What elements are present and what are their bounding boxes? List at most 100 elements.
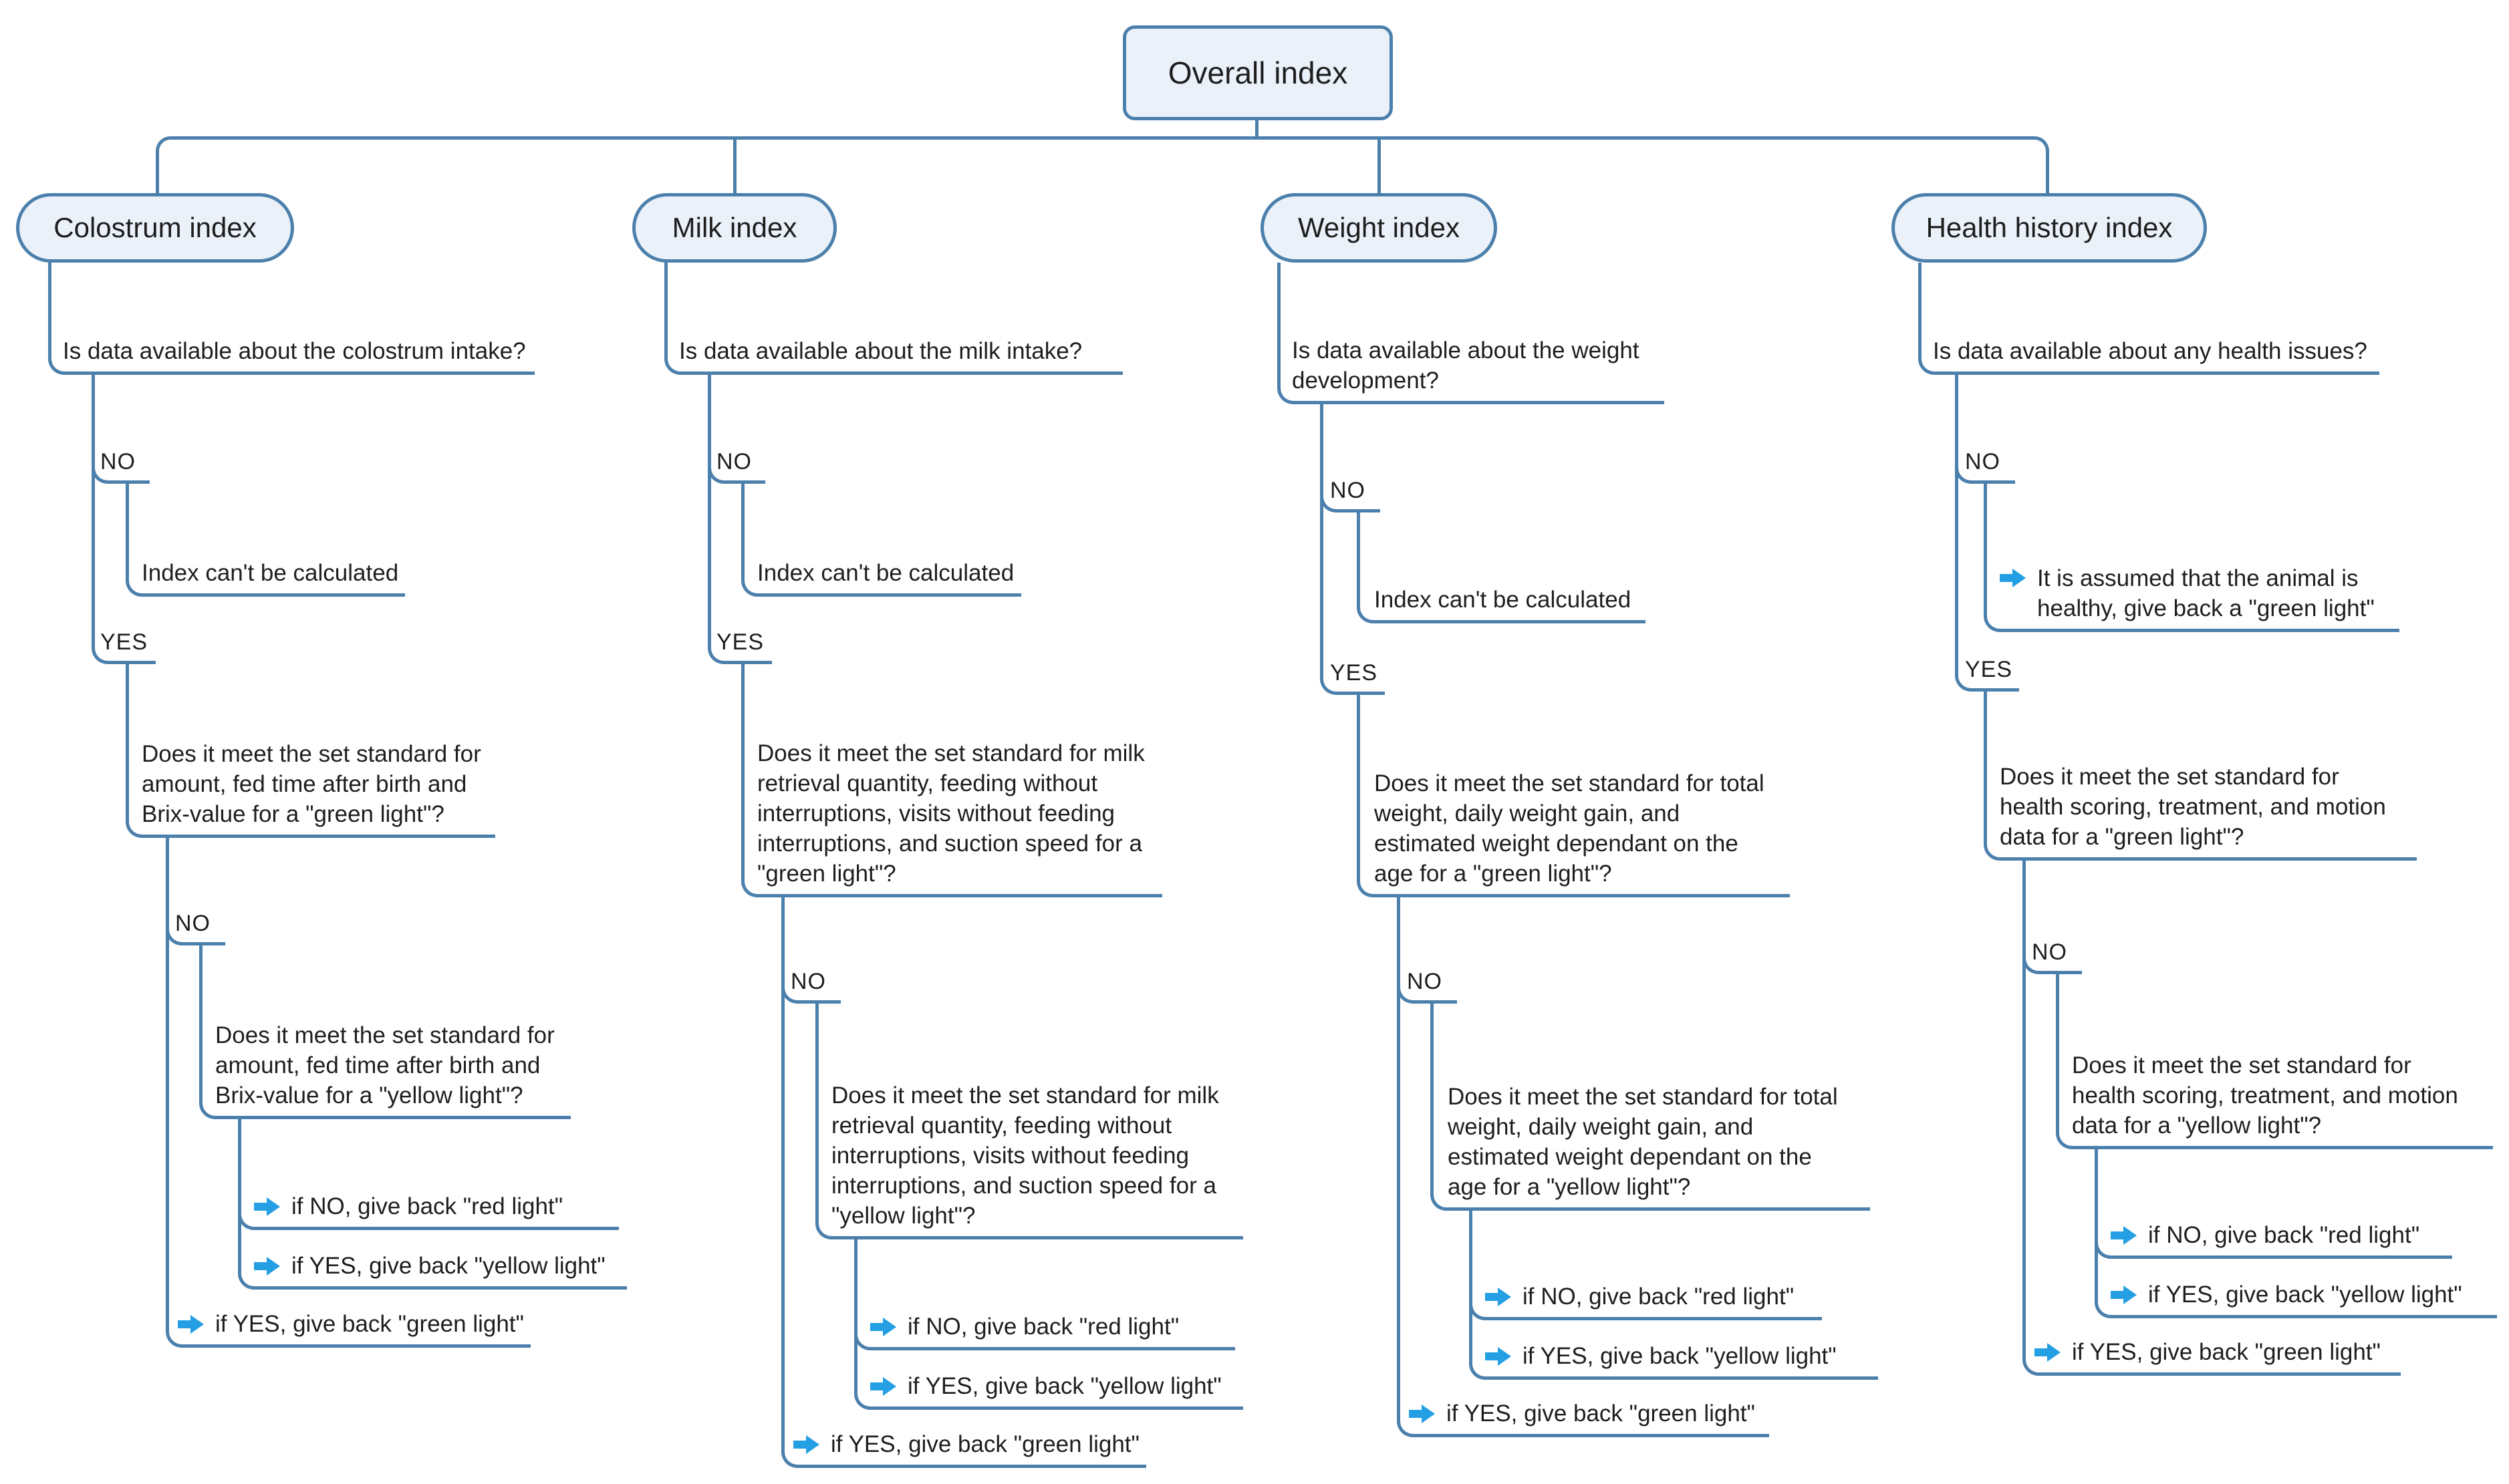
health-green-leaf-label: if YES, give back "green light": [2072, 1339, 2381, 1365]
overall-index-label: Overall index: [1168, 55, 1348, 90]
connector: [1430, 1000, 1870, 1211]
connector: [781, 894, 1146, 1468]
connector: [126, 480, 405, 597]
right-arrow-icon: [2000, 569, 2026, 587]
right-arrow-icon: [1409, 1404, 1435, 1423]
colostrum-green-leaf: if YES, give back "green light": [178, 1309, 524, 1339]
colostrum-no-result: Index can't be calculated: [142, 560, 399, 586]
milk-no-label: NO: [716, 449, 752, 474]
milk-yellow-leaf: if YES, give back "yellow light": [870, 1371, 1222, 1401]
connector: [238, 1116, 627, 1290]
milk-yellow-leaf-label: if YES, give back "yellow light": [908, 1373, 1222, 1399]
colostrum-red-leaf: if NO, give back "red light": [254, 1191, 563, 1221]
health-yellow-leaf-label: if YES, give back "yellow light": [2148, 1282, 2462, 1308]
colostrum-green-leaf-label: if YES, give back "green light": [215, 1311, 524, 1337]
connector: [1277, 263, 1664, 404]
right-arrow-icon: [793, 1435, 819, 1454]
health-availability-question: Is data available about any health issue…: [1933, 338, 2367, 364]
connector: [1320, 401, 1385, 695]
right-arrow-icon: [178, 1314, 204, 1334]
milk-green-leaf: if YES, give back "green light": [793, 1429, 1140, 1459]
right-arrow-icon: [254, 1197, 280, 1216]
colostrum-index-label: Colostrum index: [53, 212, 257, 243]
milk-yellow-question: Does it meet the set standard for milk r…: [831, 1082, 1219, 1229]
weight-green-leaf-label: if YES, give back "green light": [1446, 1400, 1755, 1427]
overall-index-node: Overall index: [1123, 25, 1393, 120]
weight-index-node: Weight index: [1261, 193, 1497, 263]
connector: [1357, 692, 1790, 897]
weight-yellow-leaf-label: if YES, give back "yellow light": [1523, 1343, 1837, 1369]
connector: [92, 372, 156, 664]
milk-no2-label: NO: [791, 969, 826, 994]
connector: [1984, 480, 2399, 632]
milk-index-label: Milk index: [672, 212, 797, 243]
connector: [733, 140, 737, 193]
connector: [1357, 509, 1645, 623]
right-arrow-icon: [2111, 1285, 2137, 1304]
connector: [1469, 1207, 1878, 1380]
connector: [166, 835, 531, 1348]
milk-red-leaf: if NO, give back "red light": [870, 1312, 1179, 1342]
connector: [126, 661, 495, 838]
weight-no-label: NO: [1330, 478, 1365, 503]
weight-index-label: Weight index: [1297, 212, 1460, 243]
health-yellow-leaf: if YES, give back "yellow light": [2111, 1280, 2462, 1310]
connector: [708, 372, 772, 664]
health-no-label: NO: [1965, 449, 2000, 474]
connector: [1918, 263, 2379, 375]
connector: [1255, 120, 1259, 140]
right-arrow-icon: [870, 1317, 896, 1336]
connector: [1984, 688, 2417, 861]
colostrum-yellow-leaf: if YES, give back "yellow light": [254, 1251, 606, 1281]
health-red-leaf: if NO, give back "red light": [2111, 1220, 2419, 1250]
weight-availability-question: Is data available about the weight devel…: [1292, 337, 1639, 394]
milk-red-leaf-label: if NO, give back "red light": [908, 1314, 1180, 1340]
weight-no-result: Index can't be calculated: [1374, 587, 1631, 613]
connector: [854, 1236, 1243, 1410]
health-yes-label: YES: [1965, 657, 2013, 682]
colostrum-red-leaf-label: if NO, give back "red light": [291, 1193, 563, 1219]
connector: [199, 942, 571, 1119]
milk-availability-question: Is data available about the milk intake?: [679, 338, 1083, 364]
milk-green-leaf-label: if YES, give back "green light": [831, 1431, 1140, 1457]
weight-red-leaf: if NO, give back "red light": [1485, 1282, 1794, 1312]
health-no-result-label: It is assumed that the animal is healthy…: [2037, 565, 2375, 621]
connector: [1397, 894, 1769, 1437]
colostrum-no-label: NO: [100, 449, 136, 474]
milk-index-node: Milk index: [632, 193, 837, 263]
health-no2-label: NO: [2032, 939, 2067, 965]
colostrum-yellow-leaf-label: if YES, give back "yellow light": [291, 1253, 606, 1279]
connector: [2095, 1146, 2497, 1318]
health-green-leaf: if YES, give back "green light": [2034, 1337, 2381, 1367]
connector: [741, 661, 1162, 897]
right-arrow-icon: [2111, 1225, 2137, 1245]
connector: [48, 263, 535, 375]
connector: [2022, 857, 2401, 1376]
right-arrow-icon: [2034, 1342, 2061, 1362]
right-arrow-icon: [1485, 1346, 1511, 1366]
colostrum-no2-label: NO: [175, 911, 211, 936]
right-arrow-icon: [254, 1256, 280, 1276]
milk-green-question: Does it meet the set standard for milk r…: [757, 740, 1145, 887]
health-green-question: Does it meet the set standard for health…: [2000, 764, 2386, 850]
health-yellow-question: Does it meet the set standard for health…: [2072, 1052, 2458, 1139]
colostrum-green-question: Does it meet the set standard for amount…: [142, 741, 481, 827]
weight-yellow-question: Does it meet the set standard for total …: [1448, 1084, 1838, 1200]
health-no-result: It is assumed that the animal is healthy…: [2000, 563, 2375, 623]
connector: [1377, 140, 1381, 193]
colostrum-availability-question: Is data available about the colostrum in…: [63, 338, 526, 364]
weight-green-question: Does it meet the set standard for total …: [1374, 770, 1764, 887]
weight-yes-label: YES: [1330, 660, 1378, 686]
milk-yes-label: YES: [716, 629, 765, 655]
connector: [2056, 971, 2493, 1149]
connector: [741, 480, 1021, 597]
connector: [815, 1000, 1243, 1239]
right-arrow-icon: [1485, 1287, 1511, 1306]
colostrum-index-node: Colostrum index: [16, 193, 294, 263]
weight-red-leaf-label: if NO, give back "red light": [1523, 1284, 1795, 1310]
right-arrow-icon: [870, 1376, 896, 1396]
colostrum-yellow-question: Does it meet the set standard for amount…: [215, 1022, 555, 1108]
weight-no2-label: NO: [1407, 969, 1442, 994]
health-history-index-label: Health history index: [1926, 212, 2173, 243]
